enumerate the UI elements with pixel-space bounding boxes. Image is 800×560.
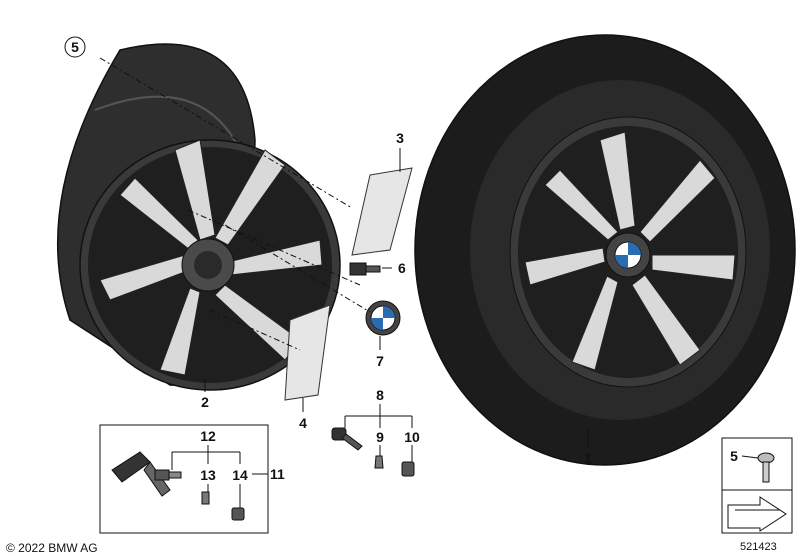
valve-stem — [331, 427, 363, 451]
callout-4: 4 — [299, 415, 307, 431]
callout-8: 8 — [376, 387, 384, 403]
callout-11: 11 — [270, 466, 285, 482]
tpms-valve-cap — [231, 507, 245, 521]
aero-insert-lower — [284, 304, 331, 401]
direction-arrow-icon — [727, 496, 787, 532]
callout-7: 7 — [376, 353, 384, 369]
callout-9: 9 — [376, 429, 384, 445]
callout-3: 3 — [396, 130, 404, 146]
callout-6: 6 — [398, 260, 406, 276]
wheel-bolt — [349, 262, 381, 276]
diagram-number: 521423 — [740, 541, 777, 553]
hub-cap — [365, 300, 401, 336]
valve-cap — [401, 461, 415, 477]
rim-exploded — [57, 43, 341, 391]
callout-12: 12 — [200, 428, 216, 444]
callout-5-box: 5 — [730, 448, 738, 464]
screw — [757, 452, 775, 483]
callout-14: 14 — [232, 467, 248, 483]
callout-1: 1 — [584, 450, 592, 466]
aero-insert-upper — [351, 167, 413, 256]
tpms-frame — [99, 424, 269, 534]
screw-box — [721, 437, 793, 534]
tpms-valve-core — [201, 491, 210, 505]
copyright: © 2022 BMW AG — [6, 541, 98, 555]
callout-10: 10 — [404, 429, 420, 445]
callout-13: 13 — [200, 467, 216, 483]
callout-2: 2 — [201, 394, 209, 410]
callout-5: 5 — [71, 39, 79, 55]
valve-core — [374, 455, 384, 469]
complete-wheel — [414, 34, 796, 466]
tpms-valve — [154, 469, 182, 481]
callout-5-ring — [64, 36, 86, 58]
